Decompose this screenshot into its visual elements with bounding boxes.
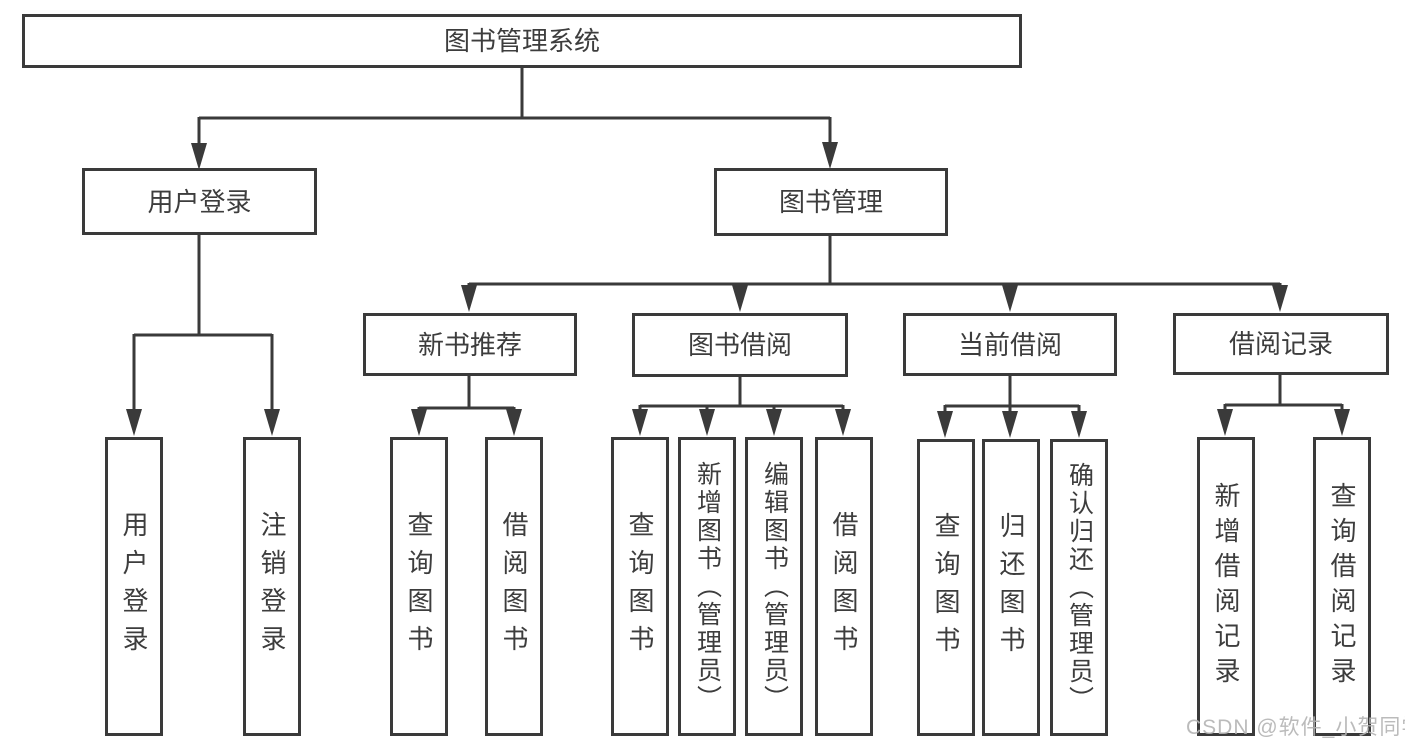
leaf-query-books-current: 查询图书	[917, 439, 975, 736]
node-current-borrow: 当前借阅	[903, 313, 1117, 376]
node-new-book-recommend: 新书推荐	[363, 313, 577, 376]
leaf-borrow-books-recommend: 借阅图书	[485, 437, 543, 736]
leaf-add-books-admin: 新增图书（管理员）	[678, 437, 736, 736]
leaf-borrow-books: 借阅图书	[815, 437, 873, 736]
csdn-watermark: CSDN @软件_小贺同学	[1186, 716, 1405, 739]
leaf-edit-books-admin: 编辑图书（管理员）	[745, 437, 803, 736]
leaf-user-login: 用户登录	[105, 437, 163, 736]
arrowheads	[126, 142, 1350, 438]
node-book-borrow: 图书借阅	[632, 313, 848, 377]
leaf-confirm-return-admin: 确认归还（管理员）	[1050, 439, 1108, 736]
leaf-add-borrow-record: 新增借阅记录	[1197, 437, 1255, 736]
leaf-query-books-recommend: 查询图书	[390, 437, 448, 736]
node-borrow-record: 借阅记录	[1173, 313, 1389, 375]
leaf-query-borrow-record: 查询借阅记录	[1313, 437, 1371, 736]
leaf-return-books: 归还图书	[982, 439, 1040, 736]
node-book-management: 图书管理	[714, 168, 948, 236]
leaf-logout-login: 注销登录	[243, 437, 301, 736]
node-user-login: 用户登录	[82, 168, 317, 235]
leaf-query-books-borrow: 查询图书	[611, 437, 669, 736]
node-root-book-management-system: 图书管理系统	[22, 14, 1022, 68]
